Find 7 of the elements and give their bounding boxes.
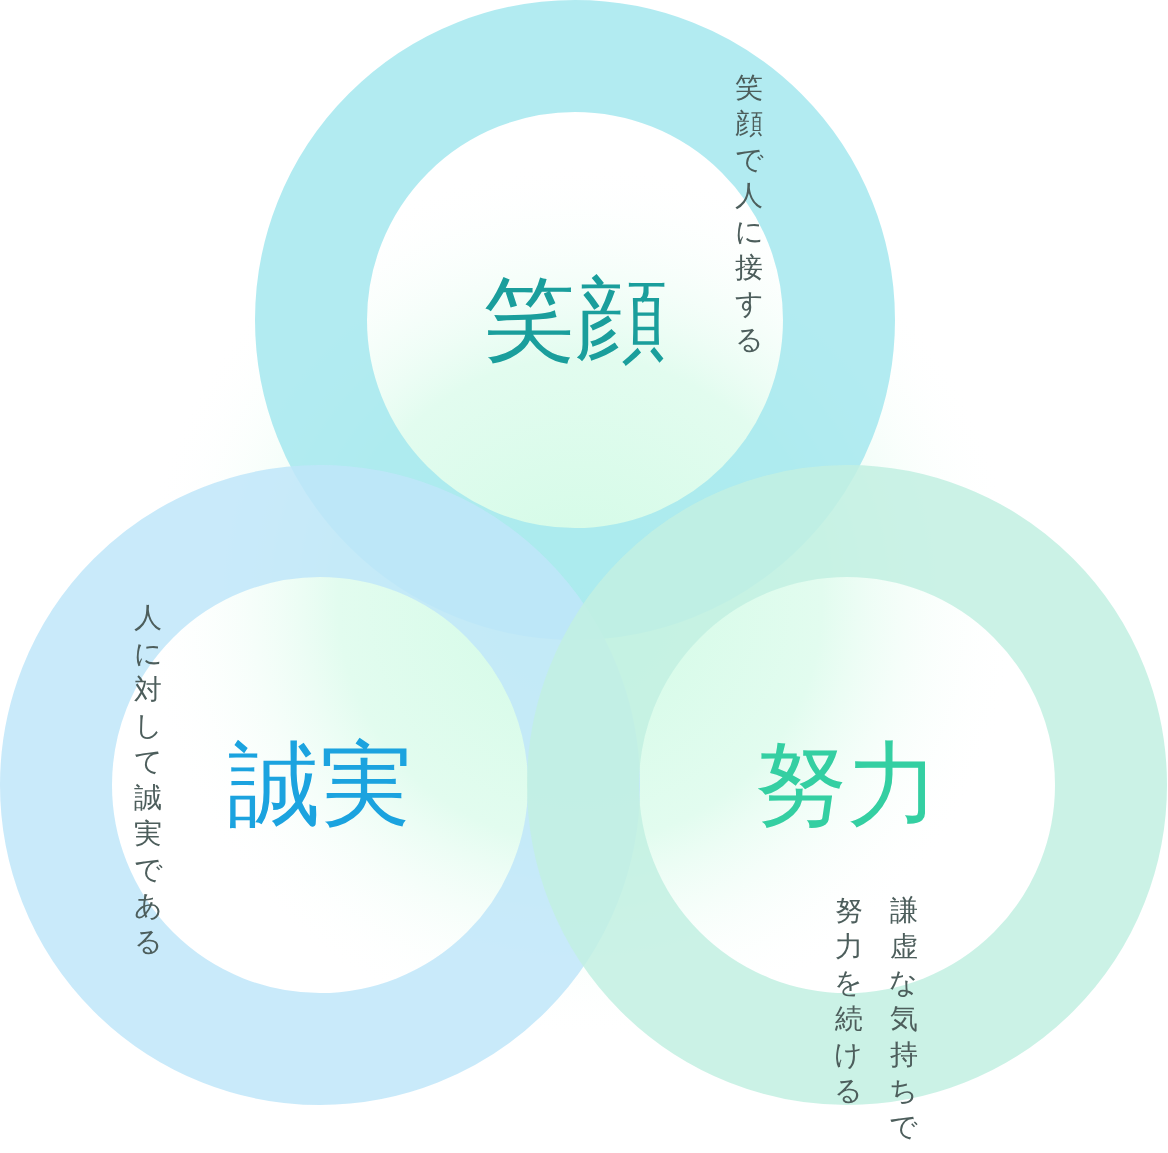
vertical-motto-text: 謙虚な気持ちで努力を続ける [835,893,918,1145]
ring [0,465,640,1105]
keyword: 努力 [755,739,939,831]
vertical-motto-text: 人に対して誠実である [134,600,162,960]
vertical-motto-text: 笑顔で人に接する [735,70,763,358]
keyword: 誠実 [228,739,412,831]
keyword: 笑顔 [483,274,667,366]
